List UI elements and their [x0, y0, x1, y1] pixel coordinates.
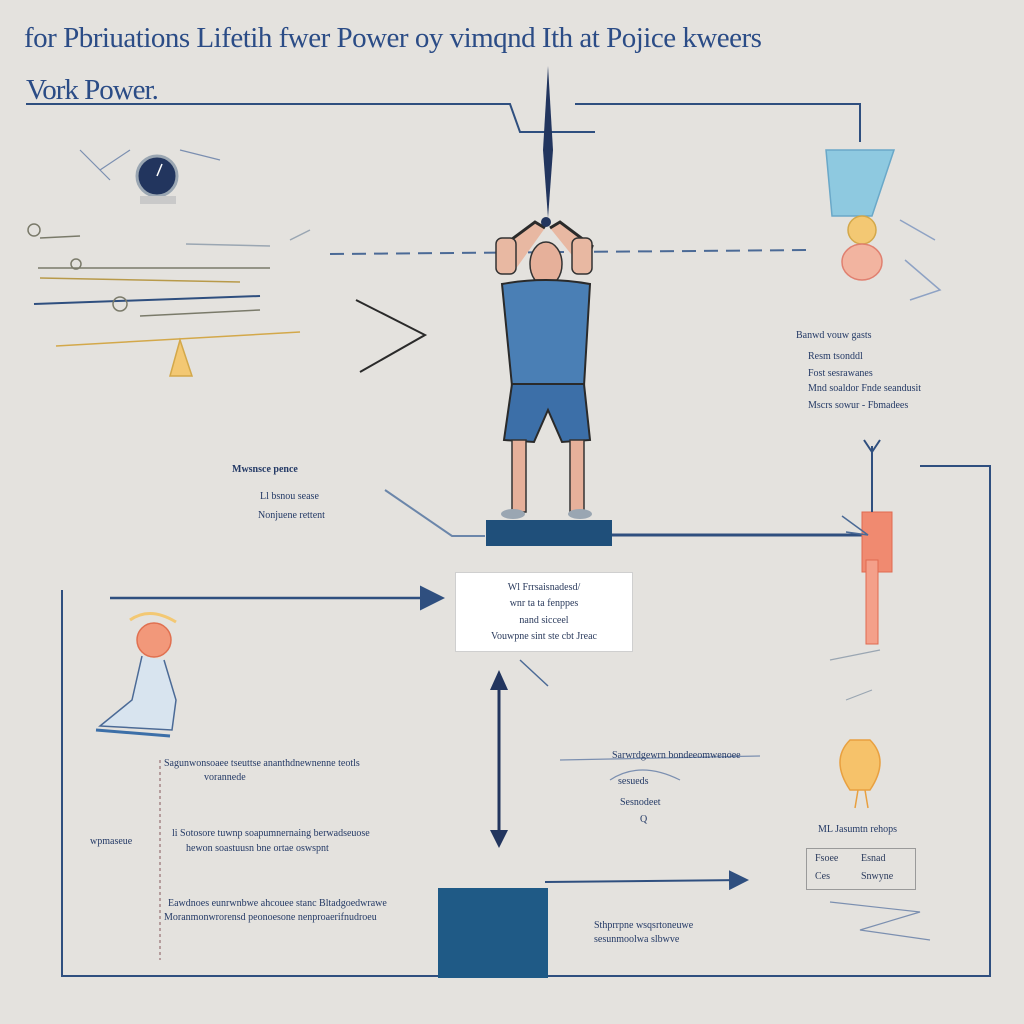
- diagram-title: for Pbriuations Lifetih fwer Power oy vi…: [24, 22, 762, 54]
- legend-item-4: Snwyne: [861, 871, 894, 882]
- balance-sketches: [27, 223, 311, 377]
- box-pointer: [519, 659, 549, 687]
- right-label-4: Mnd soaldor Fnde seandusit: [808, 383, 922, 394]
- outer-frame-line: [61, 465, 991, 977]
- arrow-down-head: [490, 830, 508, 848]
- bottom-right-arrow: [544, 870, 749, 891]
- legend-item-1: Fsoee: [815, 853, 839, 864]
- mid-left-label-1: Mwsnsce pence: [232, 464, 298, 475]
- mid-left-label-2: Ll bsnou sease: [260, 491, 319, 502]
- bottom-left-label-1: Sagunwonsoaee tseuttse ananthdnewnenne t…: [164, 758, 360, 769]
- diagram-subtitle: Vork Power.: [26, 74, 159, 106]
- heat-tube: [841, 439, 893, 645]
- diagonal-pointer: [384, 489, 485, 537]
- center-info-box: Wl Frrsaisnadesd/ wnr ta ta fenppes nand…: [455, 572, 633, 652]
- bottom-left-label-3: wpmaseue: [90, 836, 133, 847]
- box-line-1: Wl Frrsaisnadesd/: [507, 581, 581, 593]
- bottom-center-label-4: Q: [640, 814, 648, 825]
- mid-left-label-3: Nonjuene rettent: [258, 510, 325, 521]
- lifting-platform: [486, 520, 612, 546]
- legend-item-2: Esnad: [861, 853, 886, 864]
- bottom-block: [438, 888, 548, 978]
- arrow-up-head: [490, 670, 508, 690]
- bottom-left-label-4: li Sotosore tuwnp soapumnernaing berwads…: [172, 828, 370, 839]
- spear-shape: [543, 66, 553, 218]
- right-label-1: Banwd vouw gasts: [796, 330, 872, 341]
- bottom-center-label-2: sesueds: [618, 776, 649, 787]
- right-label-5: Mscrs sowur - Fbmadees: [808, 400, 909, 411]
- box-line-2: wnr ta ta fenppes: [509, 598, 579, 610]
- gauge-sketch: [79, 149, 221, 204]
- flask-sketch: [829, 649, 881, 809]
- person-figure: [495, 217, 594, 519]
- beaker-sketch: [825, 149, 942, 301]
- right-label-2: Resm tsonddl: [808, 351, 863, 362]
- box-line-4: Vouwpne sint ste cbt Jreac: [491, 631, 597, 643]
- right-legend-box: Fsoee Esnad Ces Snwyne: [806, 848, 916, 890]
- bottom-right-label-1: Sthprrpne wsqsrtoneuwe: [594, 920, 694, 931]
- box-line-3: nand sicceel: [519, 614, 569, 626]
- bottom-left-label-2: vorannede: [204, 772, 246, 783]
- chevron-pointer: [355, 299, 428, 373]
- bottom-center-label-3: Sesnodeet: [620, 797, 661, 808]
- bottom-left-label-5: hewon soastuusn bne ortae oswspnt: [186, 843, 329, 854]
- sitting-figure: [95, 612, 177, 738]
- legend-item-3: Ces: [815, 871, 830, 882]
- right-label-3: Fost sesrawanes: [808, 368, 873, 379]
- top-connector-line: [26, 103, 861, 142]
- bottom-left-label-6: Eawdnoes eunrwnbwe ahcouee stanc Bltadgo…: [168, 898, 387, 909]
- bottom-right-label-2: sesunmoolwa slbwve: [594, 934, 680, 945]
- right-mid-label: ML Jasumtn rehops: [818, 824, 898, 835]
- bottom-left-label-7: Moranmonwrorensd peonoesone nenproaerifn…: [164, 912, 377, 923]
- dashed-guide-line: [329, 249, 811, 255]
- bottom-center-label-1: Sarwrdgewrn bondeeomwenoee: [612, 750, 741, 761]
- bottom-right-sketch: [559, 755, 931, 941]
